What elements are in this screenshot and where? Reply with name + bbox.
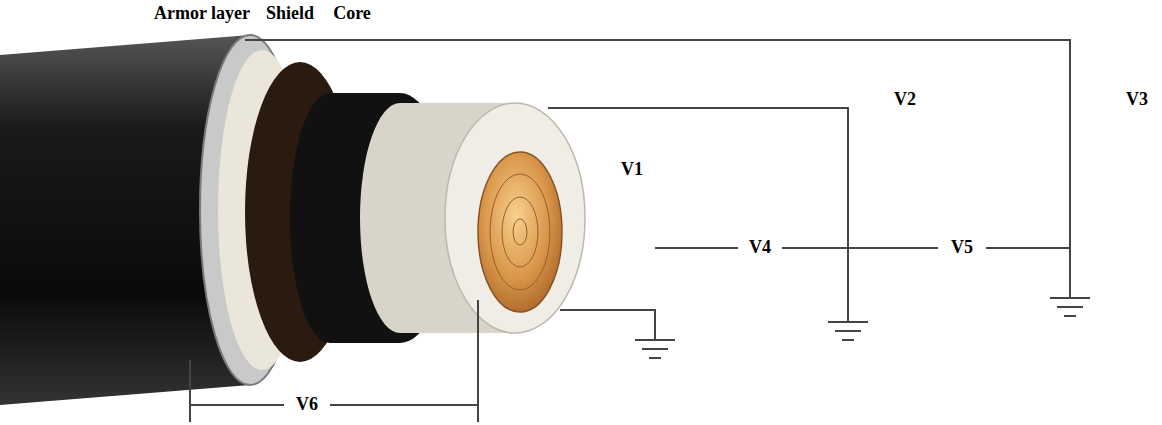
voltage-label: V2: [892, 89, 918, 109]
armor-wire: [245, 40, 1070, 298]
measure-bracket: [190, 300, 478, 422]
v4-wire: [655, 247, 738, 249]
wires: [245, 40, 1070, 340]
ground-symbol: [828, 322, 868, 340]
voltage-label: V5: [949, 237, 975, 257]
core-strands: [490, 174, 550, 290]
ground-symbol: [635, 340, 675, 358]
ground-symbol: [1050, 298, 1090, 316]
label-holder: V5: [949, 238, 975, 258]
part-name: Core: [331, 3, 373, 23]
label-holder: Shield: [264, 4, 316, 24]
core-wire: [560, 310, 655, 340]
voltage-label: V3: [1124, 89, 1150, 109]
label-holder: V6: [294, 395, 320, 415]
label-holder: V1: [619, 160, 645, 180]
insulation-body: [360, 103, 585, 333]
voltage-label: V4: [747, 237, 773, 257]
label-holder: Core: [331, 4, 373, 24]
label-holder: V4: [747, 238, 773, 258]
v4-wire: [782, 247, 848, 249]
label-holder: V2: [892, 90, 918, 110]
voltage-label: V1: [619, 159, 645, 179]
insulation-face: [445, 103, 585, 333]
conductor-core: [478, 152, 562, 312]
label-holder: V3: [1124, 90, 1150, 110]
part-name: Armor layer: [152, 3, 252, 23]
voltage-label: V6: [294, 394, 320, 414]
shield-wire: [548, 108, 848, 322]
v5-wire: [848, 247, 938, 249]
label-holder: Armor layer: [152, 4, 252, 24]
part-name: Shield: [264, 3, 316, 23]
v5-wire: [986, 247, 1070, 249]
